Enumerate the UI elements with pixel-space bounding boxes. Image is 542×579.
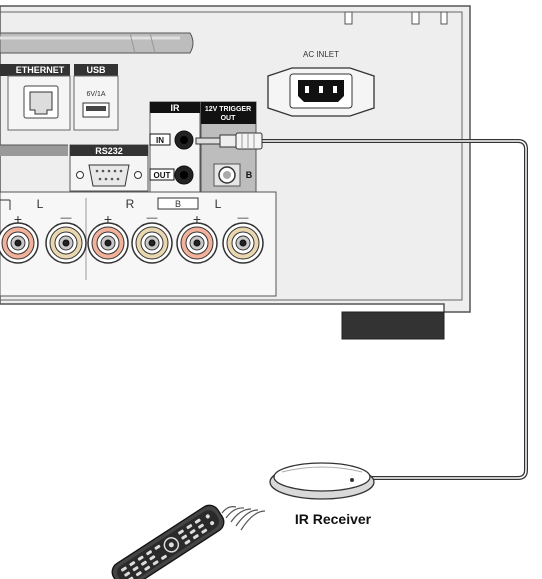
terminal-minus-3: — <box>238 212 249 224</box>
terminal-plus-1: + <box>14 211 22 227</box>
trigger-out-label: OUT <box>221 115 237 122</box>
ir-receiver-label: IR Receiver <box>295 511 372 527</box>
ir-out-label: OUT <box>154 171 171 180</box>
trigger-label: 12V TRIGGER <box>205 106 251 113</box>
ir-plug <box>195 132 263 150</box>
usb-label: USB <box>86 65 106 75</box>
ac-inlet-label: AC INLET <box>303 50 339 59</box>
rs232-section: RS232 <box>69 144 149 192</box>
speaker-l-left-label: L <box>37 197 44 211</box>
antenna-icon <box>0 32 194 54</box>
ir-signal-waves <box>221 506 266 531</box>
speaker-terminal[interactable] <box>222 222 264 264</box>
speaker-terminal[interactable] <box>45 222 87 264</box>
speaker-terminals: L R B L + — + — + — <box>0 191 277 297</box>
terminal-minus-2: — <box>147 212 158 224</box>
ac-inlet-section: AC INLET <box>267 50 375 117</box>
ir-in-label: IN <box>156 136 164 145</box>
ir-label: IR <box>171 103 181 113</box>
speaker-terminal[interactable] <box>0 222 39 264</box>
terminal-minus-1: — <box>61 212 72 224</box>
speaker-terminal[interactable] <box>131 222 173 264</box>
usb-section: USB 6V/1A <box>73 64 119 131</box>
ethernet-port-icon <box>23 85 59 119</box>
remote-control-icon <box>111 504 225 579</box>
speaker-l-right-label: L <box>215 197 222 211</box>
speaker-terminal[interactable] <box>87 222 129 264</box>
speaker-b-label: B <box>175 199 181 209</box>
speaker-r-label: R <box>126 197 135 211</box>
trigger-b-label: B <box>246 170 253 180</box>
ethernet-label: ETHERNET <box>16 65 65 75</box>
speaker-terminal[interactable] <box>176 222 218 264</box>
panel-strip <box>0 145 68 156</box>
ac-socket-icon <box>267 67 375 117</box>
ir-cable <box>262 139 528 480</box>
usb-rating-label: 6V/1A <box>86 91 105 98</box>
ir-receiver-icon <box>269 462 375 500</box>
terminal-plus-2: + <box>104 211 112 227</box>
ethernet-section: ETHERNET <box>0 64 71 131</box>
usb-port-icon <box>82 102 110 118</box>
panel-foot <box>341 311 445 340</box>
terminal-plus-3: + <box>193 211 201 227</box>
rs232-port-icon <box>76 164 142 187</box>
rs232-label: RS232 <box>95 146 123 156</box>
ir-section: IR IN OUT <box>149 101 201 193</box>
